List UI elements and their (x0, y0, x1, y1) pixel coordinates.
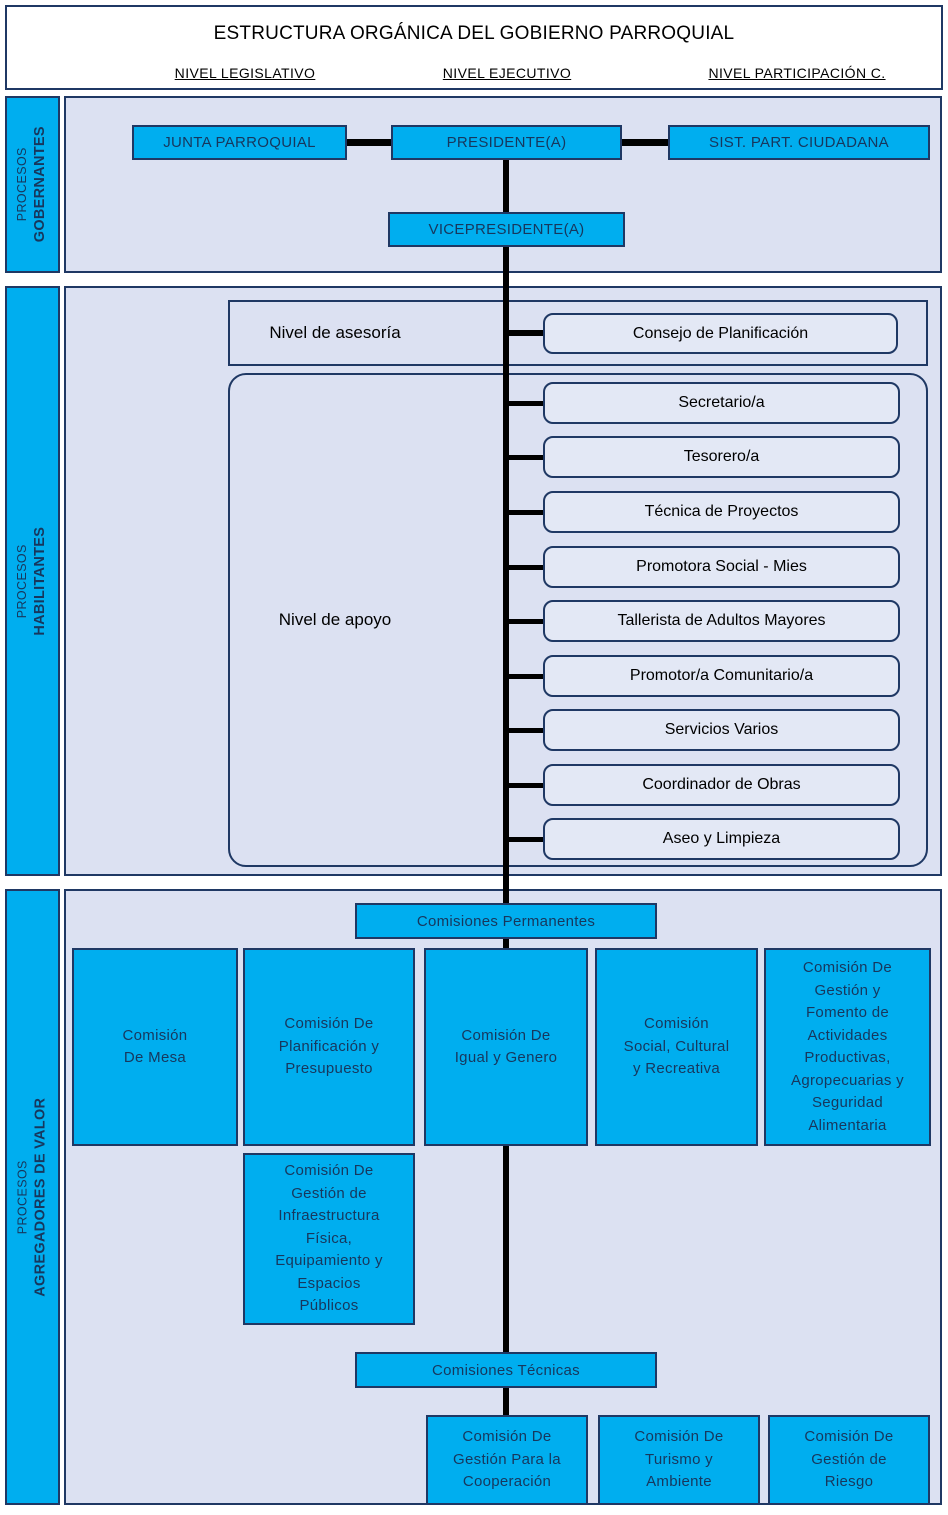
box-coordinador-obras: Coordinador de Obras (543, 764, 900, 806)
box-comision-gestion-riesgo: Comisión De Gestión de Riesgo (768, 1415, 930, 1505)
strip-procesos-habilitantes: PROCESOS HABILITANTES (5, 286, 60, 876)
box-servicios-varios: Servicios Varios (543, 709, 900, 751)
connector-stub-tesorero (505, 455, 545, 460)
box-tecnica-proyectos: Técnica de Proyectos (543, 491, 900, 533)
box-comision-infraestructura: Comisión De Gestión de Infraestructura F… (243, 1153, 415, 1325)
box-comisiones-tecnicas: Comisiones Técnicas (355, 1352, 657, 1388)
connector-stub-promotora (505, 565, 545, 570)
connector-stub-secretario (505, 401, 545, 406)
connector-igual-tecnicas (503, 1146, 509, 1352)
box-tesorero: Tesorero/a (543, 436, 900, 478)
frame-nivel-apoyo (228, 373, 928, 867)
box-comision-social-cultural: Comisión Social, Cultural y Recreativa (595, 948, 758, 1146)
box-aseo-limpieza: Aseo y Limpieza (543, 818, 900, 860)
box-junta-parroquial: JUNTA PARROQUIAL (132, 125, 347, 160)
connector-stub-tallerista (505, 619, 545, 624)
level-label-participacion: NIVEL PARTICIPACIÓN C. (708, 65, 886, 81)
box-promotora-social: Promotora Social - Mies (543, 546, 900, 588)
connector-stub-promotor (505, 674, 545, 679)
box-vicepresidente: VICEPRESIDENTE(A) (388, 212, 625, 247)
connector-permanentes-row (503, 938, 509, 949)
connector-stub-servicios (505, 728, 545, 733)
strip-gobernantes-text: GOBERNANTES (32, 126, 49, 243)
frame-nivel-asesoria (228, 300, 928, 366)
connector-presidente-sistpart (622, 139, 668, 146)
box-comision-mesa: Comisión De Mesa (72, 948, 238, 1146)
page-title: ESTRUCTURA ORGÁNICA DEL GOBIERNO PARROQU… (213, 23, 735, 44)
strip-procesos-agregadores: PROCESOS AGREGADORES DE VALOR (5, 889, 60, 1505)
box-comision-igual-genero: Comisión De Igual y Genero (424, 948, 588, 1146)
box-secretario: Secretario/a (543, 382, 900, 424)
strip-label-agregadores: PROCESOS AGREGADORES DE VALOR (14, 1097, 50, 1296)
connector-junta-presidente (347, 139, 391, 146)
connector-tecnicas-row (503, 1388, 509, 1415)
connector-consejo-stub (505, 330, 545, 336)
strip-procesos-text: PROCESOS (15, 1159, 30, 1235)
label-nivel-asesoria: Nivel de asesoría (269, 323, 401, 342)
box-comision-planificacion: Comisión De Planificación y Presupuesto (243, 948, 415, 1146)
box-comisiones-permanentes: Comisiones Permanentes (355, 903, 657, 939)
box-presidente: PRESIDENTE(A) (391, 125, 622, 160)
strip-procesos-gobernantes: PROCESOS GOBERNANTES (5, 96, 60, 273)
connector-stub-coordinador (505, 783, 545, 788)
label-nivel-apoyo: Nivel de apoyo (278, 610, 392, 629)
box-comision-turismo-ambiente: Comisión De Turismo y Ambiente (598, 1415, 760, 1505)
level-label-ejecutivo: NIVEL EJECUTIVO (442, 65, 572, 81)
header-box: ESTRUCTURA ORGÁNICA DEL GOBIERNO PARROQU… (5, 5, 943, 90)
strip-label-habilitantes: PROCESOS HABILITANTES (14, 527, 50, 636)
strip-procesos-text: PROCESOS (15, 147, 30, 222)
strip-label-gobernantes: PROCESOS GOBERNANTES (14, 126, 50, 242)
strip-agregadores-text: AGREGADORES DE VALOR (32, 1097, 49, 1297)
level-label-legislativo: NIVEL LEGISLATIVO (174, 65, 316, 81)
box-promotor-comunitario: Promotor/a Comunitario/a (543, 655, 900, 697)
box-sist-part-ciudadana: SIST. PART. CIUDADANA (668, 125, 930, 160)
strip-procesos-text: PROCESOS (15, 543, 30, 619)
box-comision-cooperacion: Comisión De Gestión Para la Cooperación (426, 1415, 588, 1505)
box-consejo-planificacion: Consejo de Planificación (543, 313, 898, 354)
connector-stub-tecnica (505, 510, 545, 515)
connector-stub-aseo (505, 837, 545, 842)
box-comision-gestion-fomento: Comisión De Gestión y Fomento de Activid… (764, 948, 931, 1146)
box-tallerista: Tallerista de Adultos Mayores (543, 600, 900, 642)
strip-habilitantes-text: HABILITANTES (32, 526, 49, 636)
connector-central-vertical (503, 160, 509, 905)
